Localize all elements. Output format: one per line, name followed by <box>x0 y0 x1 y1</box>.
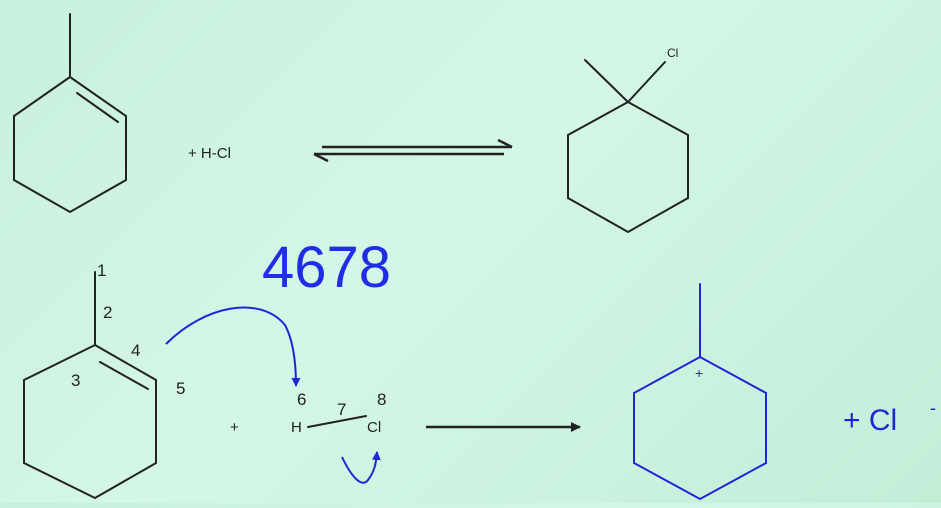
atom-number-8: 8 <box>377 390 386 409</box>
double-bond-inner-bottom <box>99 361 149 390</box>
chloride-charge: - <box>930 398 936 418</box>
double-bond-inner <box>76 92 119 123</box>
atom-number-4: 4 <box>131 341 140 360</box>
carbocation: + <box>633 283 767 501</box>
hydrogen-chloride: 6 7 8 H Cl <box>291 390 386 436</box>
ring-bottom-left <box>23 344 157 500</box>
h-cl-bond <box>307 415 367 428</box>
methylcyclohexene-top <box>13 13 127 214</box>
methylcyclohexene-bottom: 1 2 3 4 5 <box>23 261 185 500</box>
plus-sign: + <box>230 419 239 436</box>
h-label: H <box>291 419 302 436</box>
cl-label-bottom: Cl <box>367 419 381 436</box>
atom-number-1: 1 <box>97 261 106 280</box>
ring-carbocation <box>633 356 767 501</box>
c-cl-bond <box>627 61 666 103</box>
atom-number-5: 5 <box>176 379 185 398</box>
forward-barb <box>497 138 513 149</box>
annotation-number: 4678 <box>262 235 391 300</box>
atom-number-2: 2 <box>103 303 112 322</box>
ring-top-right <box>567 101 689 234</box>
carbocation-charge: + <box>695 365 703 381</box>
curved-arrow-pi-to-h <box>165 306 301 387</box>
cl-label-top: Cl <box>667 46 678 60</box>
equilibrium-arrow <box>313 138 513 163</box>
chloride-byproduct: + Cl <box>843 404 897 437</box>
chloromethylcyclohexane: Cl <box>567 46 689 234</box>
atom-number-6: 6 <box>297 390 306 409</box>
atom-number-3: 3 <box>71 371 80 390</box>
atom-number-7: 7 <box>337 400 346 419</box>
reverse-barb <box>313 152 329 163</box>
methyl-bond-top-right <box>584 59 629 103</box>
curved-arrow-bond-to-cl <box>341 451 381 484</box>
reagent-text: + H-Cl <box>188 145 231 162</box>
ring-top-left <box>13 76 127 214</box>
